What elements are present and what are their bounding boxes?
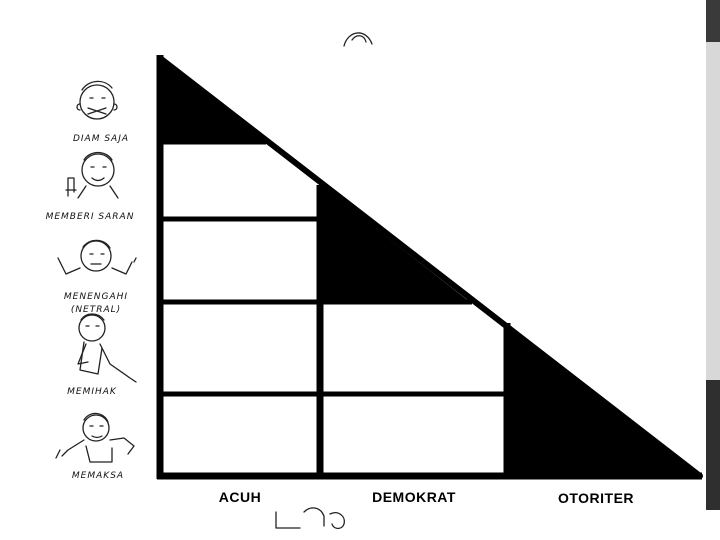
right-edge-bar-bottom (706, 380, 720, 510)
hands-up-face-icon (57, 239, 137, 275)
pointing-figure-icon (55, 412, 135, 463)
label-demokrat: DEMOKRAT (372, 489, 456, 505)
label-memaksa: MEMAKSA (72, 471, 124, 481)
right-edge-bar-top (706, 0, 720, 42)
label-memihak: MEMIHAK (67, 387, 117, 397)
hand-on-chin-figure-icon (77, 313, 137, 383)
pointing-finger-face-icon (65, 151, 119, 199)
triangle-hypotenuse (157, 55, 703, 479)
label-memberi-saran: MEMBERI SARAN (46, 212, 135, 222)
label-netral: (NETRAL) (71, 305, 121, 315)
label-acuh: ACUH (219, 489, 261, 505)
bottom-partial-sketch (275, 507, 345, 530)
right-edge-bar-mid (706, 42, 720, 380)
top-partial-sketch (343, 32, 373, 47)
taped-mouth-face-icon (76, 80, 118, 120)
label-otoriter: OTORITER (558, 490, 634, 506)
label-diam-saja: DIAM SAJA (73, 134, 129, 144)
label-menengahi: MENENGAHI (64, 292, 128, 302)
